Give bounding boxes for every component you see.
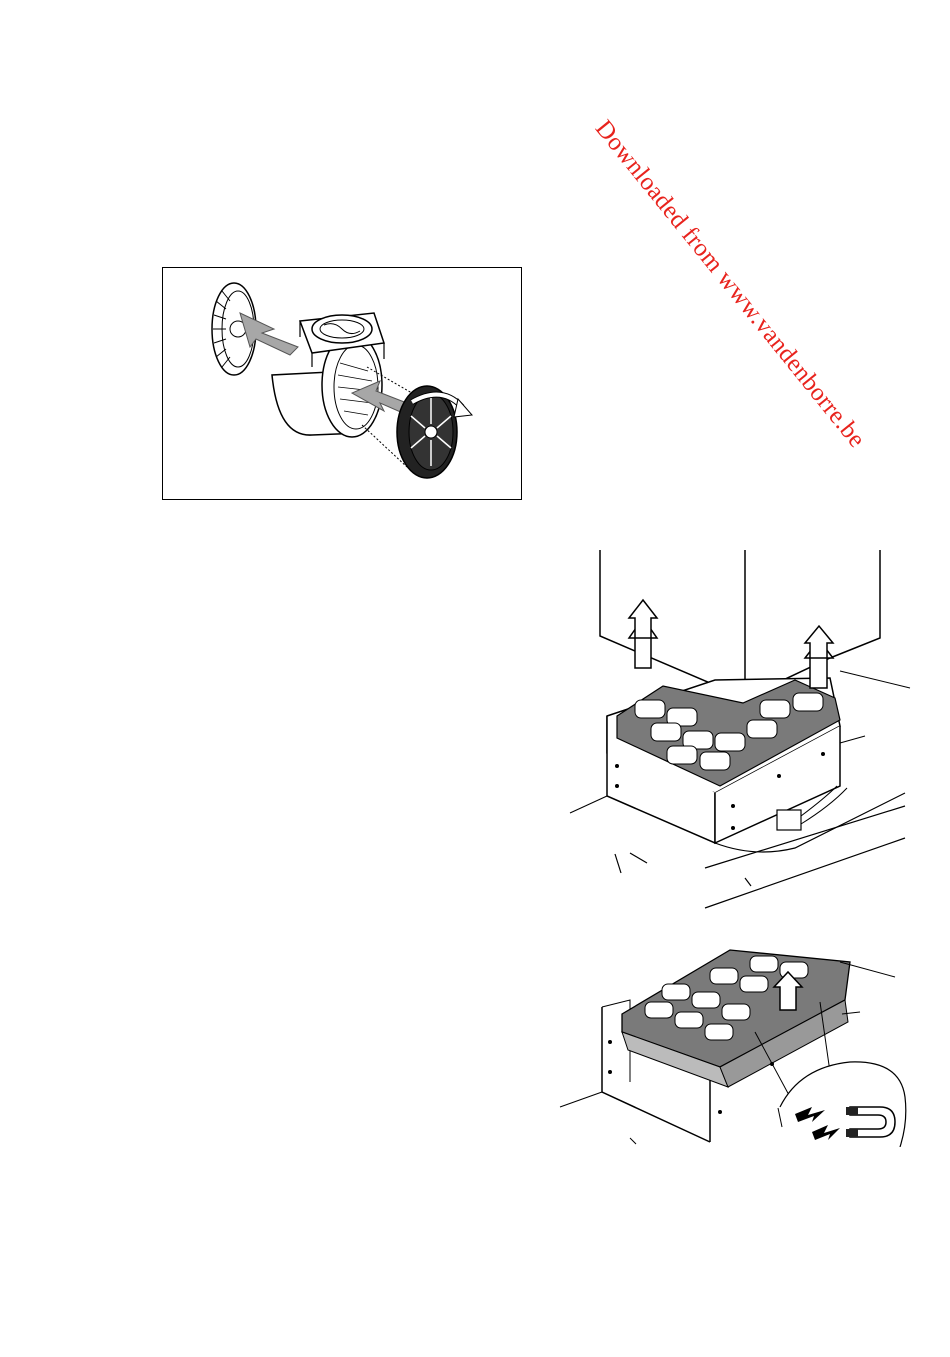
motor-filter-illustration	[162, 267, 522, 500]
fan-motor-charcoal-filter-icon	[162, 267, 522, 500]
grease-filter-magnet-illustration	[550, 932, 920, 1147]
hood-grease-filter-lift-icon	[555, 548, 915, 928]
hood-grease-filter-magnet-icon	[550, 932, 920, 1147]
grease-filter-duct-illustration	[555, 548, 915, 928]
watermark-text: Downloaded from www.vandenborre.be	[589, 115, 875, 459]
